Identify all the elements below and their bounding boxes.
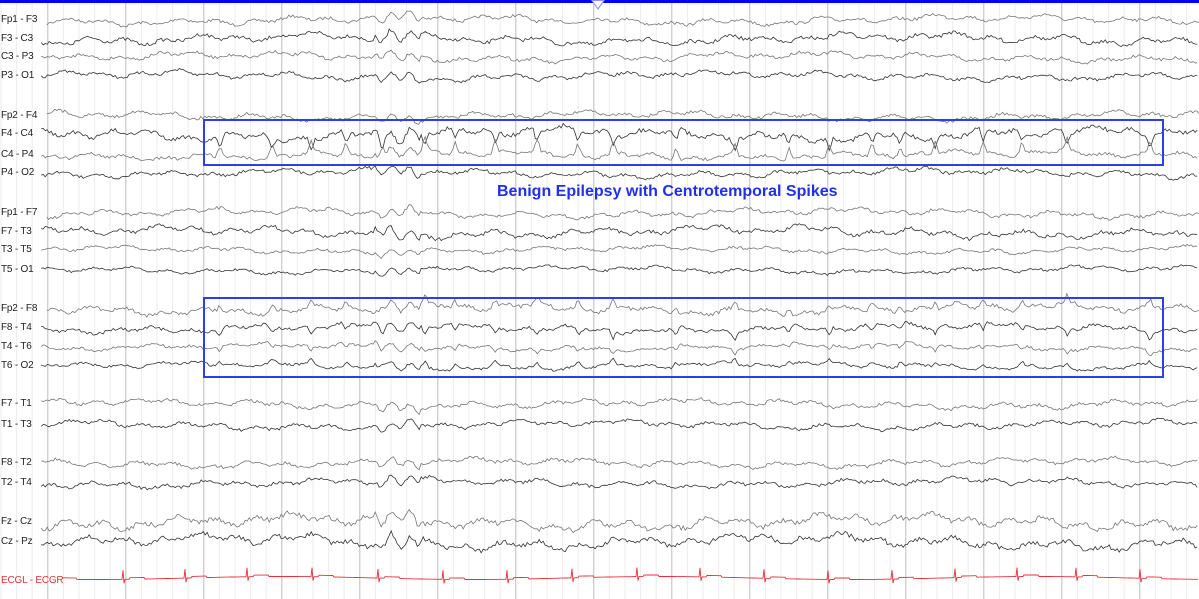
eeg-trace — [41, 357, 1198, 372]
eeg-trace — [41, 49, 1198, 65]
channel-label[interactable]: Fp2 - F8 — [1, 303, 38, 314]
eeg-trace — [46, 204, 1199, 221]
eeg-waveforms — [40, 10, 1199, 584]
eeg-trace — [40, 68, 1198, 84]
eeg-trace — [41, 455, 1198, 471]
channel-label[interactable]: Fp1 - F7 — [1, 207, 38, 218]
channel-label[interactable]: C4 - P4 — [1, 149, 34, 160]
eeg-trace — [40, 417, 1198, 433]
eeg-trace — [41, 223, 1198, 242]
channel-label[interactable]: T4 - T6 — [1, 341, 32, 352]
channel-label[interactable]: F3 - C3 — [1, 33, 33, 44]
channel-label[interactable]: Fp2 - F4 — [1, 110, 38, 121]
eeg-trace — [41, 244, 1198, 259]
annotation-title: Benign Epilepsy with Centrotemporal Spik… — [497, 183, 838, 200]
eeg-trace — [40, 508, 1198, 534]
eeg-trace — [41, 529, 1198, 554]
eeg-trace — [41, 135, 1198, 162]
channel-label[interactable]: T5 - O1 — [1, 264, 34, 275]
eeg-trace — [40, 474, 1198, 491]
channel-label[interactable]: T1 - T3 — [1, 419, 32, 430]
eeg-trace — [41, 264, 1198, 277]
eeg-trace — [40, 340, 1198, 357]
channel-label[interactable]: F8 - T2 — [1, 457, 32, 468]
eeg-trace — [46, 108, 1199, 125]
channel-label[interactable]: T3 - T5 — [1, 244, 32, 255]
annotation-box-temporal — [203, 297, 1164, 378]
time-grid — [0, 3, 1188, 599]
cursor-marker-icon[interactable] — [591, 0, 605, 10]
eeg-trace — [41, 397, 1198, 416]
channel-label[interactable]: T6 - O2 — [1, 360, 34, 371]
eeg-trace — [40, 28, 1198, 47]
channel-label[interactable]: F4 - C4 — [1, 128, 33, 139]
eeg-trace — [41, 122, 1198, 152]
eeg-trace — [41, 165, 1198, 181]
channel-label[interactable]: P3 - O1 — [1, 70, 35, 81]
ecg-trace — [62, 567, 1198, 584]
channel-label[interactable]: C3 - P3 — [1, 51, 34, 62]
channel-label[interactable]: P4 - O2 — [1, 167, 35, 178]
channel-label[interactable]: F7 - T3 — [1, 226, 32, 237]
channel-label[interactable]: F8 - T4 — [1, 322, 32, 333]
eeg-trace — [46, 292, 1199, 318]
annotation-box-centroparietal — [203, 119, 1164, 166]
channel-label[interactable]: Fp1 - F3 — [1, 14, 38, 25]
ecg-channel-label[interactable]: ECGL - ECGR — [1, 575, 64, 586]
eeg-trace — [41, 321, 1198, 341]
channel-label[interactable]: T2 - T4 — [1, 477, 32, 488]
channel-label[interactable]: F7 - T1 — [1, 398, 32, 409]
eeg-trace — [46, 10, 1199, 28]
channel-label[interactable]: Fz - Cz — [1, 516, 32, 527]
channel-label[interactable]: Cz - Pz — [1, 536, 33, 547]
